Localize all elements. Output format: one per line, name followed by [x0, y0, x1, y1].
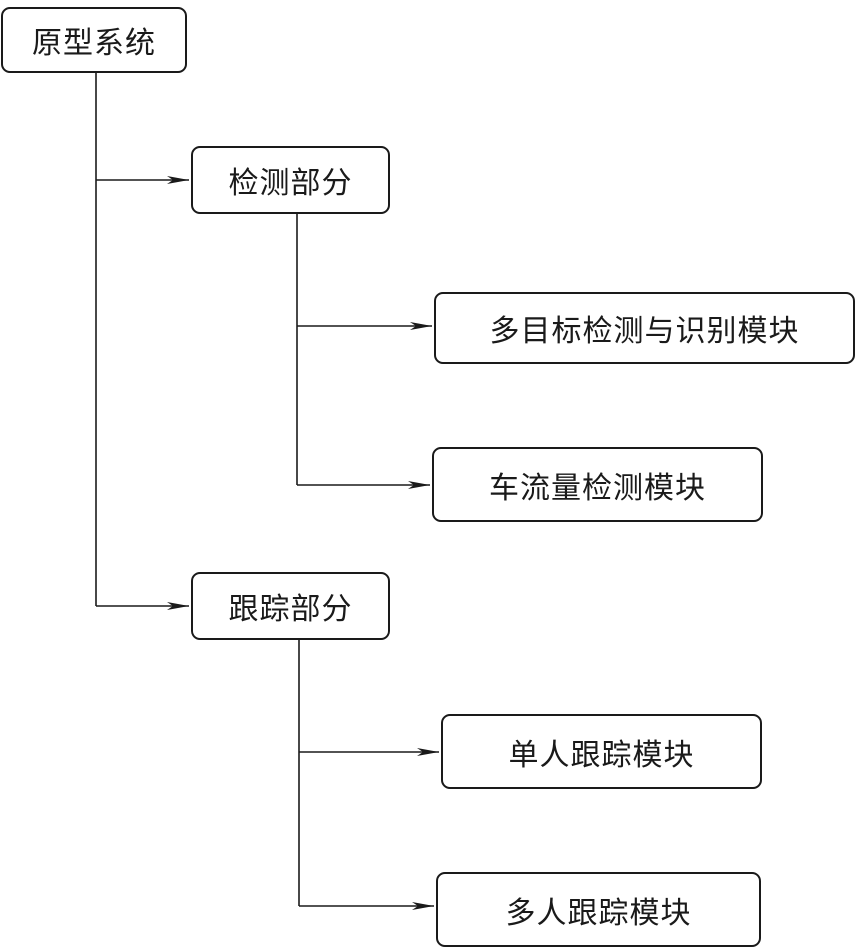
- detection-part-node: 检测部分: [191, 146, 390, 214]
- multi-person-tracking-node: 多人跟踪模块: [436, 872, 761, 947]
- root-node: 原型系统: [1, 7, 187, 73]
- multi-target-detection-label: 多目标检测与识别模块: [489, 314, 800, 349]
- tracking-part-label: 跟踪部分: [228, 592, 353, 627]
- root-node-label: 原型系统: [32, 26, 156, 61]
- multi-person-tracking-label: 多人跟踪模块: [505, 895, 692, 931]
- single-person-tracking-node: 单人跟踪模块: [441, 714, 762, 789]
- traffic-flow-detection-label: 车流量检测模块: [489, 470, 706, 506]
- multi-target-detection-node: 多目标检测与识别模块: [434, 292, 855, 364]
- traffic-flow-detection-node: 车流量检测模块: [432, 447, 763, 522]
- tracking-part-node: 跟踪部分: [191, 572, 390, 640]
- single-person-tracking-label: 单人跟踪模块: [508, 737, 695, 773]
- detection-part-label: 检测部分: [228, 166, 353, 201]
